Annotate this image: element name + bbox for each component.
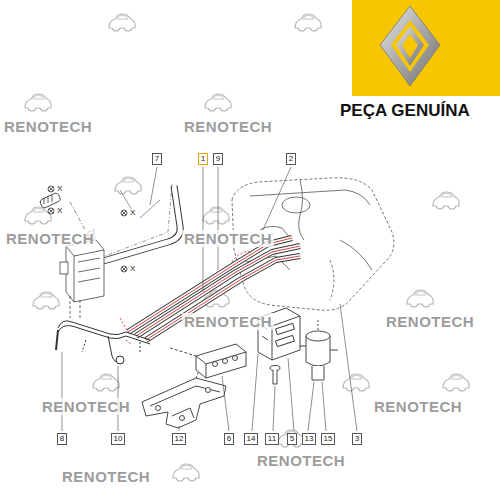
watermark: RENOTECH (4, 230, 96, 247)
callout-number: 11 (265, 433, 279, 445)
watermark: RENOTECH (372, 398, 464, 415)
callout-number: 8 (57, 433, 67, 445)
watermark: RENOTECH (255, 452, 347, 469)
watermark: RENOTECH (182, 230, 274, 247)
bolt (270, 366, 280, 385)
connector-mark: X (56, 207, 63, 215)
watermark: RENOTECH (384, 313, 476, 330)
valve (300, 318, 338, 380)
connector-mark: X (56, 185, 63, 193)
connector-mark: X (129, 209, 136, 217)
callout-number: 14 (244, 433, 259, 445)
callout-number: 1 (198, 153, 208, 165)
leader-line (62, 167, 357, 431)
connector-mark: X (129, 265, 136, 273)
callout-number: 6 (224, 433, 234, 445)
watermark: RENOTECH (60, 468, 152, 485)
callout-number: 5 (287, 433, 297, 445)
callout-number: 12 (172, 433, 187, 445)
genuine-part-label: PEÇA GENUÍNA (340, 102, 470, 119)
callout-number: 13 (302, 433, 317, 445)
callout-number: 9 (213, 153, 223, 165)
callout-number: 15 (321, 433, 336, 445)
vent-line (56, 321, 150, 364)
callout-number: 3 (352, 433, 362, 445)
pipe-clip (170, 344, 246, 378)
callout-number: 7 (152, 153, 162, 165)
callout-number: 10 (111, 433, 126, 445)
callout-number: 2 (286, 153, 296, 165)
watermark: RENOTECH (182, 118, 274, 135)
watermark: RENOTECH (182, 313, 274, 330)
brand-logo (352, 0, 500, 96)
watermark: RENOTECH (2, 118, 94, 135)
fuel-line (120, 238, 300, 345)
watermark: RENOTECH (40, 398, 132, 415)
